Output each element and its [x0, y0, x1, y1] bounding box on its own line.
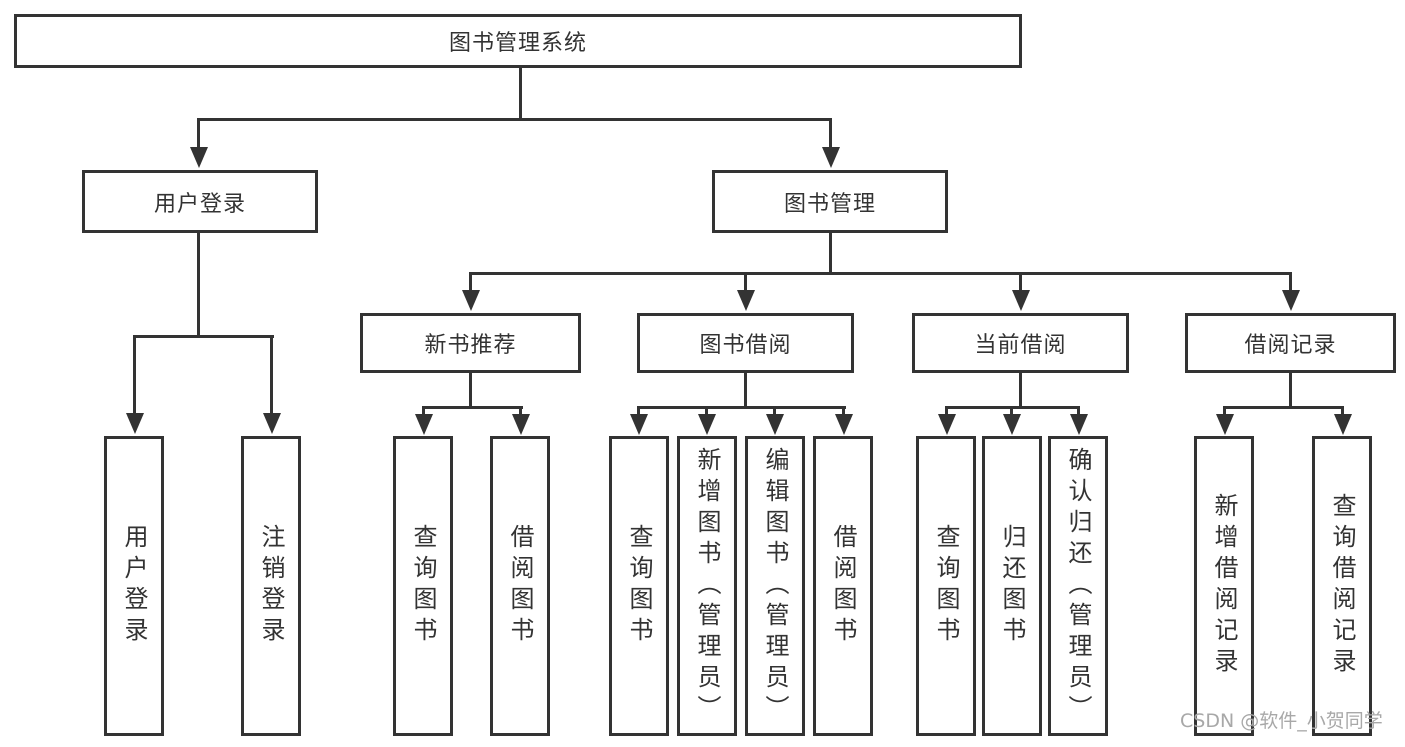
connector-borrow-records-trunk	[1289, 373, 1292, 409]
node-label: 确认归还（管理员）	[1064, 446, 1092, 726]
leaf-return-books: 归还图书	[982, 436, 1042, 736]
node-user-login: 用户登录	[82, 170, 318, 233]
leaf-borrow-books-recommend: 借阅图书	[490, 436, 550, 736]
leaf-add-books-admin: 新增图书（管理员）	[677, 436, 737, 736]
leaf-confirm-return-admin: 确认归还（管理员）	[1048, 436, 1108, 736]
leaf-query-books-recommend: 查询图书	[393, 436, 453, 736]
arrow-down-current-borrow	[1019, 272, 1022, 290]
node-label: 新书推荐	[424, 333, 517, 358]
node-label: 新增图书（管理员）	[693, 446, 721, 726]
arrow-down-borrow-records	[1289, 272, 1292, 290]
arrow-down-leaf	[637, 406, 640, 414]
node-new-book-recommend: 新书推荐	[360, 313, 581, 373]
node-label: 编辑图书（管理员）	[761, 446, 789, 726]
connector-root-trunk	[519, 68, 522, 121]
arrow-down-new-book-recommend	[469, 272, 472, 290]
arrow-down-leaf	[1223, 406, 1226, 414]
node-label: 查询图书	[932, 524, 960, 648]
arrow-down-leaf-logout	[270, 335, 273, 413]
arrow-down-leaf	[773, 406, 776, 414]
node-label: 查询借阅记录	[1328, 493, 1356, 679]
node-book-management: 图书管理	[712, 170, 948, 233]
node-label: 图书管理系统	[448, 31, 587, 56]
connector-book-borrow-trunk	[744, 373, 747, 409]
arrow-down-leaf	[1010, 406, 1013, 414]
node-label: 注销登录	[257, 524, 285, 648]
node-label: 图书借阅	[699, 333, 792, 358]
node-label: 图书管理	[783, 191, 876, 217]
arrow-down-leaf	[705, 406, 708, 414]
leaf-logout-login: 注销登录	[241, 436, 301, 736]
leaf-borrow-books: 借阅图书	[813, 436, 873, 736]
arrow-down-leaf	[1341, 406, 1344, 414]
arrow-down-leaf	[422, 406, 425, 414]
connector-book-borrow-branch	[637, 406, 846, 409]
connector-borrow-records-branch	[1223, 406, 1344, 409]
node-label: 当前借阅	[974, 333, 1067, 358]
connector-user-login-trunk	[197, 233, 200, 338]
node-label: 用户登录	[120, 524, 148, 648]
node-current-borrow: 当前借阅	[912, 313, 1129, 373]
node-book-borrow: 图书借阅	[637, 313, 854, 373]
arrow-down-book-management	[829, 118, 832, 147]
leaf-query-books-borrow: 查询图书	[609, 436, 669, 736]
node-label: 借阅图书	[506, 524, 534, 648]
arrow-down-leaf	[519, 406, 522, 414]
csdn-watermark: CSDN @软件_小贺同学	[1180, 710, 1383, 732]
connector-user-login-branch	[133, 335, 274, 338]
node-label: 归还图书	[998, 524, 1026, 648]
node-label: 借阅记录	[1244, 333, 1337, 358]
node-label: 用户登录	[153, 191, 246, 217]
leaf-user-login: 用户登录	[104, 436, 164, 736]
node-label: 新增借阅记录	[1210, 493, 1238, 679]
arrow-down-leaf	[945, 406, 948, 414]
arrow-down-leaf	[842, 406, 845, 414]
connector-book-management-branch	[469, 272, 1291, 275]
leaf-edit-books-admin: 编辑图书（管理员）	[745, 436, 805, 736]
connector-new-book-trunk	[469, 373, 472, 409]
arrow-down-book-borrow	[744, 272, 747, 290]
connector-root-branch	[197, 118, 831, 121]
node-borrow-records: 借阅记录	[1185, 313, 1396, 373]
connector-book-management-trunk	[829, 233, 832, 275]
node-label: 查询图书	[625, 524, 653, 648]
node-label: 查询图书	[409, 524, 437, 648]
leaf-add-borrow-record: 新增借阅记录	[1194, 436, 1254, 736]
connector-current-borrow-trunk	[1019, 373, 1022, 409]
arrow-down-leaf	[1077, 406, 1080, 414]
leaf-query-books-current: 查询图书	[916, 436, 976, 736]
node-root-library-system: 图书管理系统	[14, 14, 1022, 68]
leaf-query-borrow-record: 查询借阅记录	[1312, 436, 1372, 736]
node-label: 借阅图书	[829, 524, 857, 648]
arrow-down-user-login	[197, 118, 200, 147]
arrow-down-leaf-user-login	[133, 335, 136, 413]
connector-new-book-branch	[422, 406, 523, 409]
